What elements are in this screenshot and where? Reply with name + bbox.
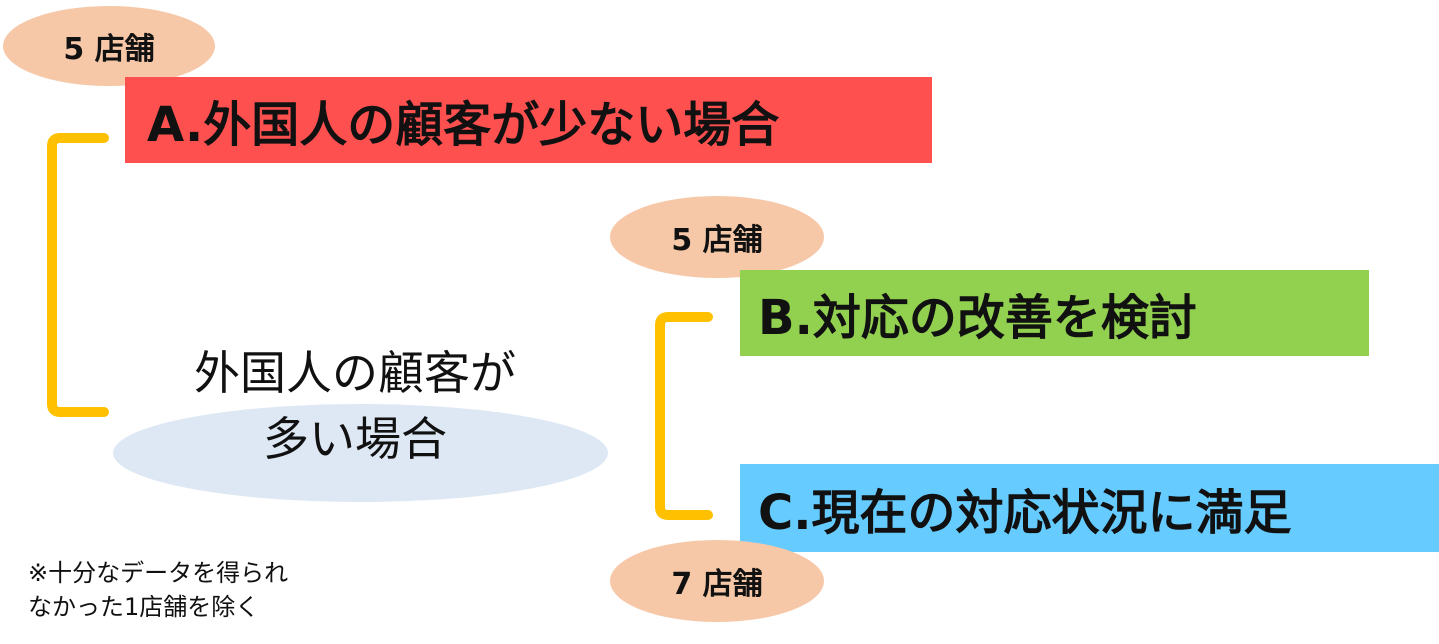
bracket-right xyxy=(655,312,713,520)
footnote-line2: なかった1店舗を除く xyxy=(28,593,260,621)
count-badge-b: 5 店舗 xyxy=(610,196,824,278)
footnote: ※十分なデータを得られ なかった1店舗を除く xyxy=(28,556,288,624)
option-c-label: C.現在の対応状況に満足 xyxy=(758,485,1292,541)
count-badge-c: 7 店舗 xyxy=(610,540,824,622)
option-c-box: C.現在の対応状況に満足 xyxy=(740,464,1439,552)
center-label-line1: 外国人の顧客が xyxy=(194,346,516,400)
center-label: 外国人の顧客が 多い場合 xyxy=(120,340,590,472)
option-a-box: A.外国人の顧客が少ない場合 xyxy=(125,77,932,163)
center-label-line2: 多い場合 xyxy=(263,412,447,466)
bracket-left xyxy=(47,133,109,417)
option-a-label: A.外国人の顧客が少ない場合 xyxy=(147,97,780,153)
count-badge-b-text: 5 店舗 xyxy=(671,223,763,258)
option-b-box: B.対応の改善を検討 xyxy=(740,270,1369,356)
option-b-label: B.対応の改善を検討 xyxy=(758,290,1197,346)
center-ellipse xyxy=(113,404,608,502)
footnote-line1: ※十分なデータを得られ xyxy=(28,559,289,587)
count-badge-c-text: 7 店舗 xyxy=(671,567,763,602)
count-badge-a-text: 5 店舗 xyxy=(63,32,155,67)
count-badge-a: 5 店舗 xyxy=(3,6,215,86)
